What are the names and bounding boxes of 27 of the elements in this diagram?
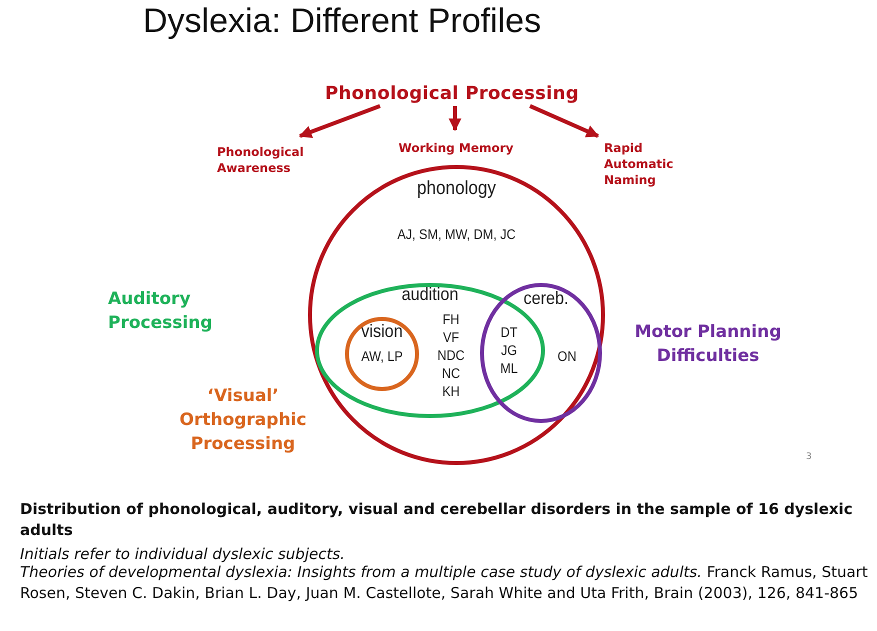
arrow xyxy=(529,104,600,138)
category-label: ‘Visual’ Orthographic Processing xyxy=(178,385,308,456)
page-number: 3 xyxy=(806,451,813,464)
subject-initials: DT JG ML xyxy=(499,323,519,377)
heading-text: Phonological Processing xyxy=(316,82,588,106)
subject-initials: ON xyxy=(556,347,578,365)
set-label: vision xyxy=(360,320,404,342)
subheading-text: Working Memory xyxy=(398,130,514,156)
vision-circle xyxy=(345,317,419,391)
category-label: Motor Planning Difficulties xyxy=(634,321,782,368)
caption: Distribution of phonological, auditory, visual and cerebellar disorders in the sample of 16 dyslexic adults xyxy=(20,499,854,541)
subject-initials: AW, LP xyxy=(360,347,404,365)
set-label: cereb. xyxy=(522,287,570,309)
set-label: phonology xyxy=(416,177,497,200)
subject-initials: FH VF NDC NC KH xyxy=(436,310,466,400)
subheading-text: Rapid Automatic Naming xyxy=(604,136,674,192)
arrow xyxy=(448,106,462,132)
cerebellar-ellipse xyxy=(480,283,602,423)
note-text: Initials refer to individual dyslexic subjects. xyxy=(20,544,346,565)
arrow xyxy=(298,104,381,138)
subheading-text: Phonological Awareness xyxy=(217,136,317,180)
title: Dyslexia: Different Profiles xyxy=(143,2,542,41)
set-label: audition xyxy=(400,283,460,305)
subject-initials: AJ, SM, MW, DM, JC xyxy=(396,225,517,243)
phonology-circle xyxy=(308,165,605,465)
category-label: Auditory Processing xyxy=(108,288,214,335)
citation-text: Theories of developmental dyslexia: Insights from a multiple case study of dyslexic adults. Franck Ramus, Stuart Rosen, Steven C. Dakin, Brian L. Day, Juan M. Castellote, Sarah White and Uta Frith, Brain (2003), 126, 841-865 xyxy=(20,562,869,604)
